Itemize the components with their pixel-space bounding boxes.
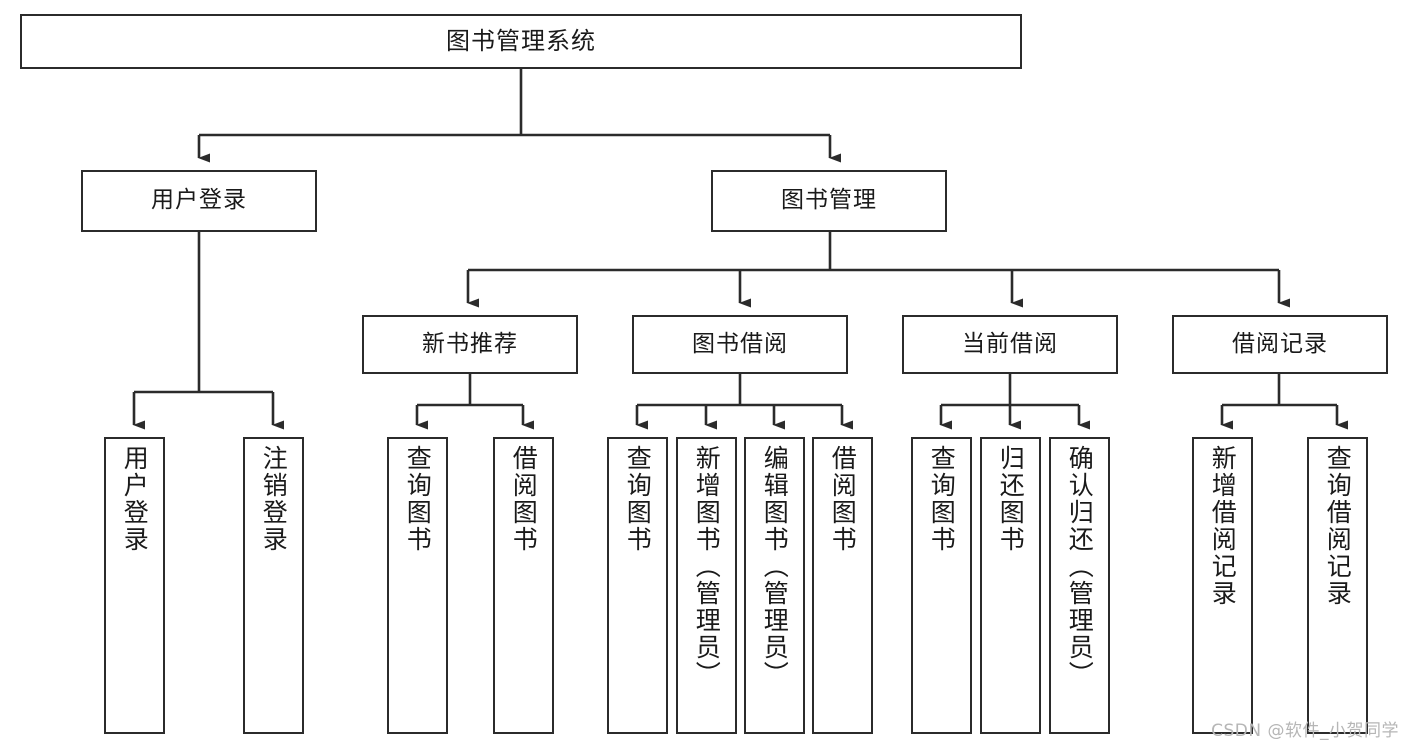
node-label: 新增借阅记录 (1208, 445, 1238, 607)
node-label: 用户登录 (151, 187, 247, 214)
leaf-borrow-query-book[interactable]: 查询图书 (607, 437, 668, 734)
leaf-record-add-record[interactable]: 新增借阅记录 (1192, 437, 1253, 734)
node-borrow-record[interactable]: 借阅记录 (1172, 315, 1388, 374)
leaf-borrow-edit-book-admin[interactable]: 编辑图书（管理员） (744, 437, 805, 734)
leaf-new-book-borrow[interactable]: 借阅图书 (493, 437, 554, 734)
watermark-text: CSDN @软件_小贺同学 (1211, 721, 1399, 741)
node-label: 查询图书 (403, 445, 433, 553)
node-label: 图书管理 (781, 187, 877, 214)
node-book-borrow[interactable]: 图书借阅 (632, 315, 848, 374)
node-label: 查询图书 (927, 445, 957, 553)
leaf-current-confirm-return-admin[interactable]: 确认归还（管理员） (1049, 437, 1110, 734)
node-label: 查询借阅记录 (1323, 445, 1353, 607)
node-user-login[interactable]: 用户登录 (81, 170, 317, 232)
node-label: 当前借阅 (962, 330, 1058, 357)
node-label: 借阅图书 (828, 445, 858, 553)
node-current-borrow[interactable]: 当前借阅 (902, 315, 1118, 374)
node-book-management[interactable]: 图书管理 (711, 170, 947, 232)
leaf-borrow-borrow-book[interactable]: 借阅图书 (812, 437, 873, 734)
node-label: 注销登录 (259, 445, 289, 553)
node-label: 图书管理系统 (446, 27, 596, 56)
node-label: 查询图书 (623, 445, 653, 553)
leaf-borrow-add-book-admin[interactable]: 新增图书（管理员） (676, 437, 737, 734)
leaf-user-login-login[interactable]: 用户登录 (104, 437, 165, 734)
node-label: 归还图书 (996, 445, 1026, 553)
node-label: 确认归还（管理员） (1065, 445, 1095, 688)
node-root-system[interactable]: 图书管理系统 (20, 14, 1022, 69)
node-label: 图书借阅 (692, 330, 788, 357)
node-label: 新增图书（管理员） (692, 445, 722, 688)
leaf-user-login-logout[interactable]: 注销登录 (243, 437, 304, 734)
node-label: 用户登录 (120, 445, 150, 553)
leaf-current-return-book[interactable]: 归还图书 (980, 437, 1041, 734)
node-label: 借阅记录 (1232, 330, 1328, 357)
node-label: 新书推荐 (422, 330, 518, 357)
node-label: 编辑图书（管理员） (760, 445, 790, 688)
node-label: 借阅图书 (509, 445, 539, 553)
node-new-book-recommend[interactable]: 新书推荐 (362, 315, 578, 374)
leaf-new-book-query[interactable]: 查询图书 (387, 437, 448, 734)
leaf-current-query-book[interactable]: 查询图书 (911, 437, 972, 734)
leaf-record-query-record[interactable]: 查询借阅记录 (1307, 437, 1368, 734)
